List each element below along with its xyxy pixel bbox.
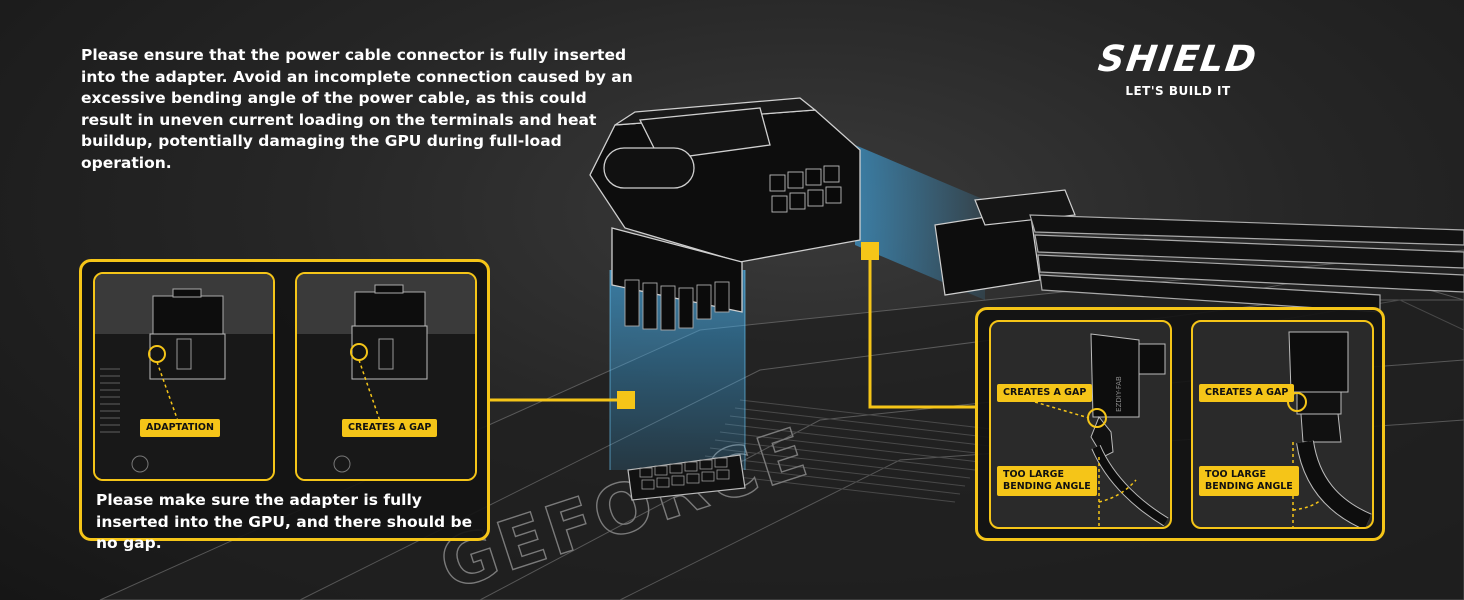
straight-cable-illustration xyxy=(1236,331,1372,527)
brand-tagline: LET'S BUILD IT xyxy=(1125,84,1231,98)
callout-marker-socket xyxy=(617,391,635,409)
bending-angle-label-line-2: BENDING ANGLE xyxy=(1205,481,1293,492)
gpu-power-socket xyxy=(627,454,746,501)
instruction-paragraph: Please ensure that the power cable conne… xyxy=(81,46,633,172)
adapter-insertion-panel: ADAPTATION CREATES A GAP Please make sur… xyxy=(79,259,490,552)
adapter-insertion-caption: Please make sure the adapter is fully in… xyxy=(96,491,473,552)
bending-angle-label-line-1: TOO LARGE xyxy=(1205,469,1266,480)
inset-correct-insertion: ADAPTATION xyxy=(93,272,275,481)
bending-angle-label-line-1: TOO LARGE xyxy=(1003,469,1064,480)
angled-cable-illustration: EZDIY-FAB xyxy=(1034,333,1169,527)
correct-insertion-illustration xyxy=(95,274,273,479)
angled-adapter xyxy=(589,97,861,331)
inset-straight-cable-bend: CREATES A GAP TOO LARGE BENDING ANGLE xyxy=(1191,320,1374,529)
gap-insertion-illustration xyxy=(297,274,475,479)
cable-bending-panel: EZDIY-FAB CREATES A GAP TOO LARGE BENDIN… xyxy=(975,307,1385,541)
callout-lines xyxy=(490,250,975,409)
callout-marker-plug xyxy=(861,242,879,260)
inset-angled-cable-bend: EZDIY-FAB CREATES A GAP TOO LARGE BENDIN… xyxy=(989,320,1172,529)
bending-angle-label: TOO LARGE BENDING ANGLE xyxy=(997,466,1097,496)
creates-gap-label: CREATES A GAP xyxy=(1199,384,1295,402)
creates-gap-label: CREATES A GAP xyxy=(342,419,438,437)
brand-logo: SHIELD LET'S BUILD IT xyxy=(1088,39,1268,98)
inset-gap-insertion: CREATES A GAP xyxy=(295,272,477,481)
adapter-logo-text: EZDIY-FAB xyxy=(1115,376,1123,412)
bending-angle-label-line-2: BENDING ANGLE xyxy=(1003,481,1091,492)
bending-angle-label: TOO LARGE BENDING ANGLE xyxy=(1199,466,1299,496)
brand-name: SHIELD xyxy=(1095,39,1261,80)
creates-gap-label: CREATES A GAP xyxy=(997,384,1093,402)
power-cable-plug xyxy=(934,189,1464,313)
adaptation-label: ADAPTATION xyxy=(140,419,220,437)
